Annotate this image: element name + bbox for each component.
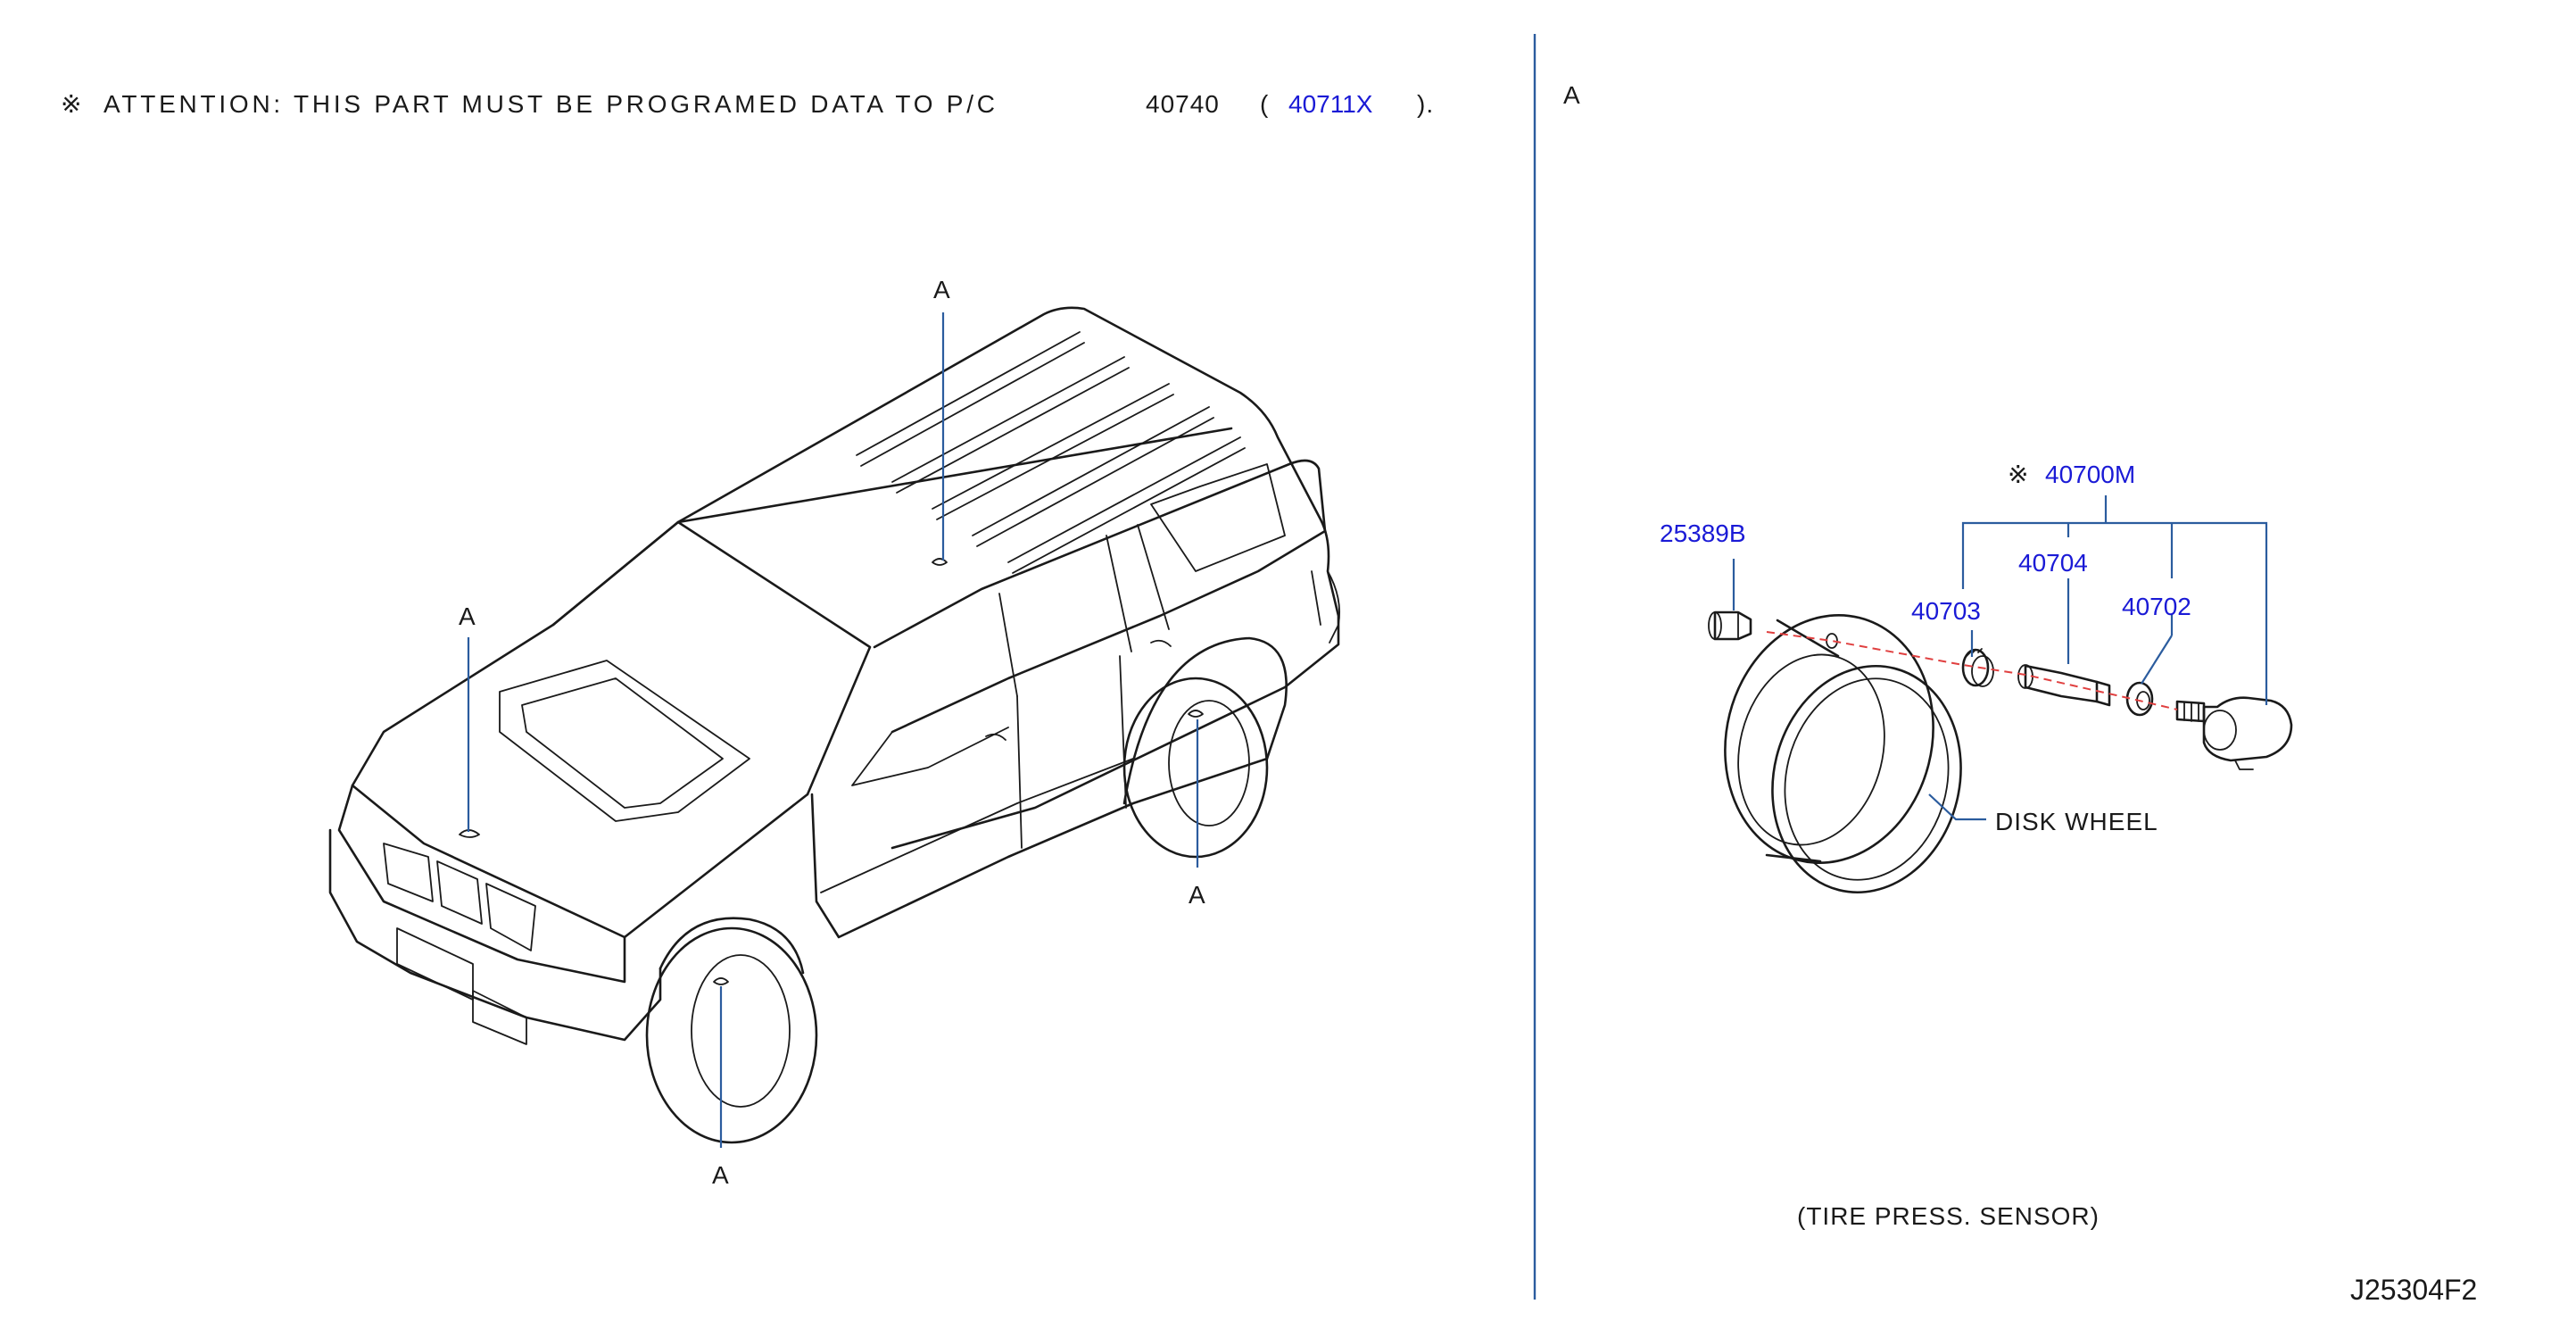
rear-wheel-callout-label: A [1189,881,1206,909]
section-marker-a: A [1563,81,1581,109]
attention-text: ATTENTION: THIS PART MUST BE PROGRAMED D… [104,90,996,118]
part-link-40702[interactable]: 40702 [2122,593,2191,620]
tpms-exploded-view [1708,611,2293,894]
vehicle-illustration [328,306,1341,1144]
part-link-40711x[interactable]: 40711X [1288,90,1373,118]
part-leaders [1732,495,2268,821]
attention-close-paren: ). [1417,90,1434,118]
nut-drawing [2125,681,2154,717]
attention-open-paren: ( [1260,90,1269,118]
diagram-id: J25304F2 [2350,1274,2477,1306]
attention-ref-code: 40740 [1146,90,1220,118]
attention-symbol: ※ [61,90,82,118]
valve-cap-drawing [1708,611,1752,641]
part-link-40700m[interactable]: 40700M [2045,461,2135,488]
assembly-center-line [1766,631,2178,710]
front-wheel-callout-label: A [712,1161,730,1189]
sensor-body-drawing [2175,696,2293,770]
part-link-40704[interactable]: 40704 [2018,549,2088,577]
hood-callout-label: A [459,602,476,630]
valve-stem-drawing [2017,664,2111,707]
roof-callout-label: A [933,276,951,303]
grommet-drawing [1961,648,1994,687]
disk-wheel-drawing [1724,614,1962,894]
part-link-25389b[interactable]: 25389B [1660,519,1746,547]
kit-symbol: ※ [2008,461,2029,488]
section-caption: (TIRE PRESS. SENSOR) [1797,1202,2100,1230]
part-link-40703[interactable]: 40703 [1911,597,1981,625]
disk-wheel-label: DISK WHEEL [1995,808,2158,835]
attention-line: ※ ATTENTION: THIS PART MUST BE PROGRAMED… [61,90,1434,118]
